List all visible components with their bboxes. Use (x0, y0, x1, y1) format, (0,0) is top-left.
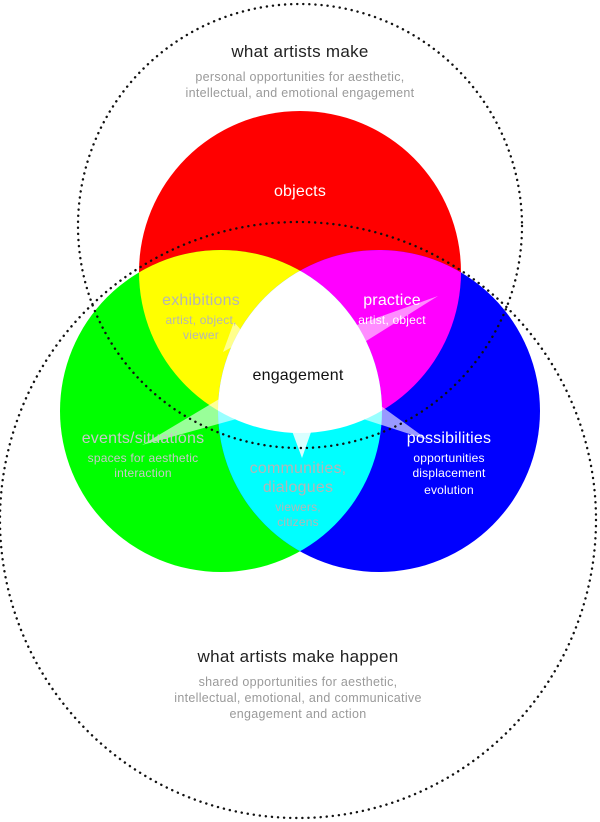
what-artists-make-happen-subtitle-1: shared opportunities for aesthetic, (199, 675, 398, 689)
what-artists-make-happen-title: what artists make happen (197, 647, 399, 666)
spike-practice (343, 296, 438, 348)
practice-detail-1: artist, object (358, 313, 426, 327)
exhibitions-label: exhibitions (162, 292, 240, 309)
what-artists-make-happen-subtitle-3: engagement and action (230, 707, 367, 721)
exhibitions-detail-2: viewer (183, 328, 219, 342)
communities-detail-2: citizens (277, 515, 319, 529)
possibilities-detail-1: opportunities (413, 451, 484, 465)
spike-events (142, 395, 240, 445)
spike-exhibitions (223, 322, 248, 352)
what-artists-make-happen-subtitle-2: intellectual, emotional, and communicati… (174, 691, 421, 705)
what-artists-make-title: what artists make (230, 42, 368, 61)
communities-label-1: communities, (250, 460, 347, 477)
possibilities-detail-2: displacement (412, 466, 486, 480)
communities-label-2: dialogues (263, 479, 333, 496)
events-detail-2: interaction (114, 466, 172, 480)
possibilities-label: possibilities (407, 430, 491, 447)
spike-possibilities (360, 398, 428, 440)
engagement-label: engagement (253, 367, 344, 384)
outer-circle-make-happen (0, 220, 598, 820)
objects-label: objects (274, 183, 326, 200)
practice-label: practice (363, 292, 421, 309)
events-label: events/situations (82, 430, 205, 447)
spike-communities (285, 412, 318, 458)
outer-circle-make (76, 2, 524, 450)
events-detail-1: spaces for aesthetic (88, 451, 199, 465)
what-artists-make-subtitle-2: intellectual, and emotional engagement (186, 86, 415, 100)
communities-detail-1: viewers, (275, 500, 321, 514)
exhibitions-detail-1: artist, object, (165, 313, 236, 327)
possibilities-detail-3: evolution (424, 483, 474, 497)
what-artists-make-subtitle-1: personal opportunities for aesthetic, (195, 70, 404, 84)
